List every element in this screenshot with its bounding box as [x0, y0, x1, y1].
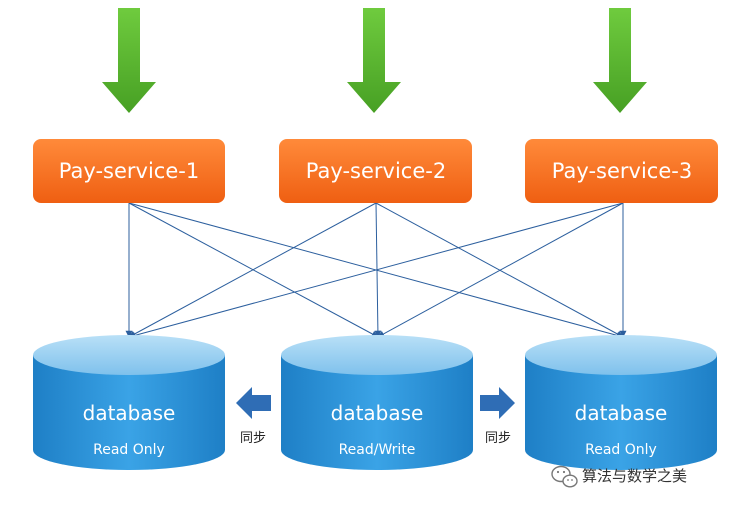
link-s2-d1 [128, 202, 377, 338]
service-label: Pay-service-2 [306, 159, 446, 183]
service-label: Pay-service-3 [552, 159, 692, 183]
entry-arrow-1 [102, 8, 156, 113]
sync-arrow-right: 同步 [480, 387, 515, 446]
database-cylinder-2: database Read/Write [281, 335, 473, 470]
watermark-text: 算法与数学之美 [582, 467, 687, 485]
service-box-3: Pay-service-3 [525, 139, 718, 203]
entry-arrow-3 [593, 8, 647, 113]
database-title: database [331, 401, 424, 425]
database-mode: Read/Write [339, 442, 416, 458]
sync-label: 同步 [240, 431, 266, 446]
link-s3-d1 [128, 202, 624, 339]
database-cylinder-1: database Read Only [33, 335, 225, 470]
sync-label: 同步 [485, 431, 511, 446]
link-s3-d2 [377, 202, 624, 338]
service-box-2: Pay-service-2 [279, 139, 472, 203]
wechat-icon [551, 465, 578, 488]
database-cylinder-3: database Read Only [525, 335, 717, 470]
database-title: database [83, 401, 176, 425]
sync-arrow-left: 同步 [236, 387, 271, 446]
service-box-1: Pay-service-1 [33, 139, 225, 203]
service-label: Pay-service-1 [59, 159, 199, 183]
database-title: database [575, 401, 668, 425]
database-mode: Read Only [93, 442, 165, 458]
watermark: 算法与数学之美 [551, 465, 687, 488]
connection-lines [125, 202, 627, 339]
entry-arrow-2 [347, 8, 401, 113]
database-mode: Read Only [585, 442, 657, 458]
